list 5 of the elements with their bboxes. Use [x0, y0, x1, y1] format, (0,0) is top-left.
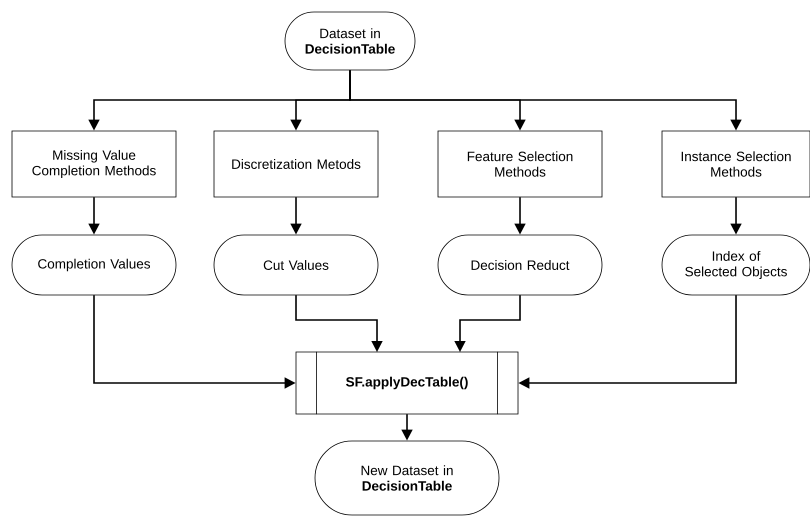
process-box: Discretization Metods	[214, 130, 378, 198]
subroutine-box: SF.applyDecTable()	[296, 351, 518, 415]
process-box: Missing Value Completion Methods	[12, 130, 176, 198]
process-box: Feature Selection Methods	[438, 130, 602, 198]
process-box: Instance Selection Methods	[662, 130, 810, 198]
